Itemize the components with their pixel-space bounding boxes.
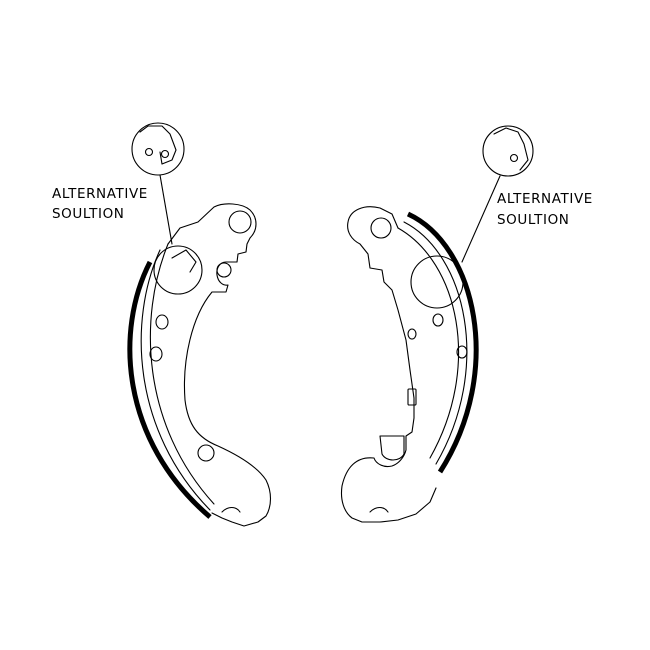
right-zoom-detail <box>493 127 529 171</box>
right-shoe-hole-2 <box>456 345 468 359</box>
left-shoe-detail-circle <box>153 245 203 295</box>
right-shoe-notch-bottom <box>369 506 389 513</box>
right-shoe-hole-top <box>370 217 392 239</box>
right-shoe-slot <box>407 388 417 406</box>
left-shoe-hole-3 <box>197 444 215 462</box>
right-shoe-lining <box>406 211 479 474</box>
right-shoe-hole-1 <box>432 313 444 327</box>
left-shoe-rim-inner <box>149 243 215 505</box>
right-zoom-callout <box>482 125 534 177</box>
left-annotation-line1: ALTERNATIVE <box>52 186 148 202</box>
left-shoe-inner-curve <box>171 249 197 273</box>
left-shoe-web <box>167 203 272 527</box>
left-shoe-hole-top <box>228 210 252 234</box>
right-shoe-rim-inner <box>397 227 459 459</box>
left-annotation-line2: SOULTION <box>52 206 125 222</box>
left-shoe-rim <box>140 249 211 511</box>
left-brake-shoe <box>127 122 272 527</box>
right-shoe-lower-end <box>379 435 405 461</box>
left-shoe-lining <box>127 260 212 519</box>
left-shoe-notch-bottom <box>221 506 241 513</box>
left-zoom-hole-2 <box>160 149 170 159</box>
left-shoe-pin-hole <box>216 262 232 278</box>
left-zoom-callout <box>131 122 185 176</box>
right-leader-line <box>461 175 501 263</box>
right-shoe-rim <box>403 221 468 465</box>
left-shoe-hole-2 <box>149 346 163 362</box>
right-zoom-hole <box>509 153 519 163</box>
left-shoe-hole-1 <box>155 314 169 330</box>
right-annotation-line1: ALTERNATIVE <box>497 191 593 207</box>
left-zoom-hole-1 <box>144 147 154 157</box>
left-zoom-detail <box>139 125 177 165</box>
left-leader-line <box>159 174 173 245</box>
right-shoe-detail-circle <box>410 255 464 309</box>
right-shoe-hole-3 <box>407 328 417 340</box>
right-annotation-line2: SOULTION <box>497 212 570 228</box>
right-shoe-web <box>340 206 437 523</box>
right-brake-shoe <box>340 125 534 523</box>
